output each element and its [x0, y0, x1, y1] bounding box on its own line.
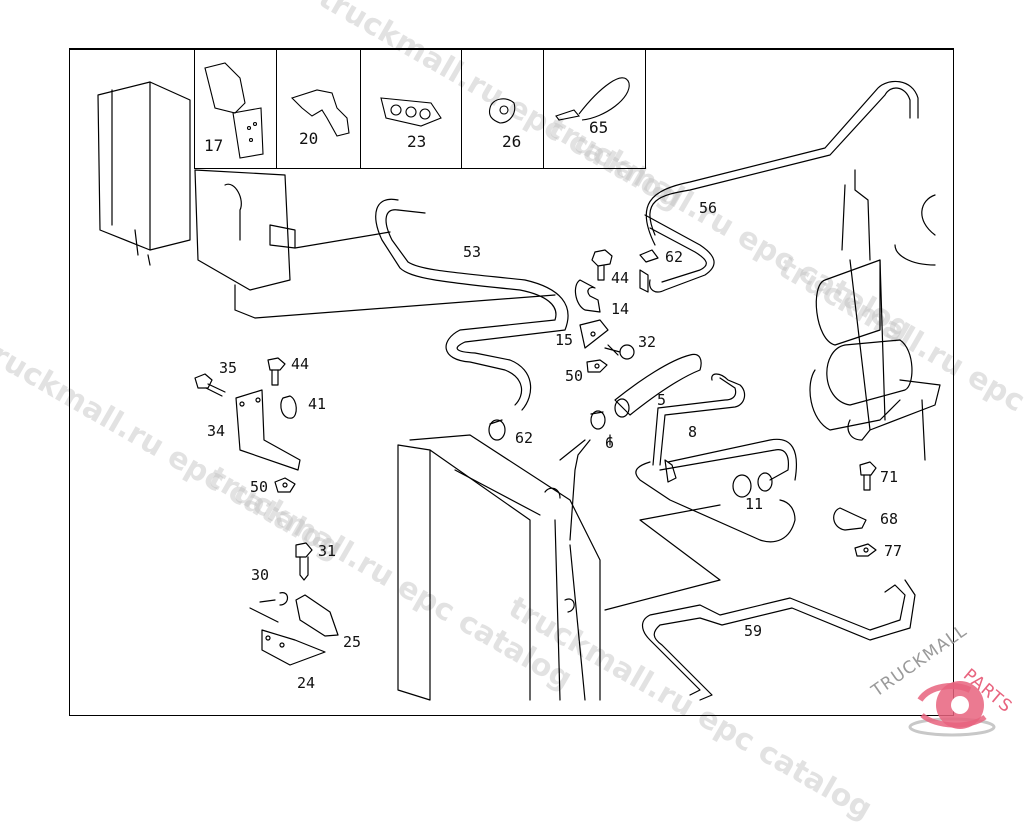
callout-35: 35: [219, 361, 237, 376]
callout-62-upper: 62: [665, 250, 683, 265]
callout-14: 14: [611, 302, 629, 317]
radiator-drawing: [398, 435, 600, 700]
callout-56: 56: [699, 201, 717, 216]
callout-6: 6: [605, 436, 614, 451]
inset-cell-17: 17: [195, 48, 277, 168]
callout-11: 11: [745, 497, 763, 512]
callout-30: 30: [251, 568, 269, 583]
clamps: [489, 250, 772, 497]
inset-cell-23: 23: [361, 48, 462, 168]
callout-32: 32: [638, 335, 656, 350]
fasteners-lower-left: [250, 543, 338, 665]
callout-53: 53: [463, 245, 481, 260]
inset-label-26: 26: [502, 132, 521, 151]
callout-44-upper: 44: [611, 271, 629, 286]
inset-parts-box: 17 20 23 26 65: [194, 48, 646, 169]
callout-31: 31: [318, 544, 336, 559]
inset-label-20: 20: [299, 129, 318, 148]
inset-label-17: 17: [204, 136, 223, 155]
callout-50-left: 50: [250, 480, 268, 495]
callout-71: 71: [880, 470, 898, 485]
callout-24: 24: [297, 676, 315, 691]
inset-cell-26: 26: [462, 48, 544, 168]
callout-5: 5: [657, 393, 666, 408]
callout-77: 77: [884, 544, 902, 559]
cable-tie-icon: [544, 48, 647, 169]
callout-50-center: 50: [565, 369, 583, 384]
callout-8: 8: [688, 425, 697, 440]
hose-clip-icon: [277, 48, 361, 169]
callout-41: 41: [308, 397, 326, 412]
callout-44-left: 44: [291, 357, 309, 372]
inset-label-23: 23: [407, 132, 426, 151]
callout-15: 15: [555, 333, 573, 348]
callout-68: 68: [880, 512, 898, 527]
inset-cell-20: 20: [277, 48, 361, 168]
callout-62-lower: 62: [515, 431, 533, 446]
truckmall-parts-logo: TRUCKMALL PARTS: [860, 645, 1024, 750]
hose-53-drawing: [376, 199, 568, 410]
callout-59: 59: [744, 624, 762, 639]
engine-drawing: [810, 170, 940, 460]
inset-cell-65: 65: [544, 48, 647, 168]
callout-34: 34: [207, 424, 225, 439]
callout-25: 25: [343, 635, 361, 650]
inset-label-65: 65: [589, 118, 608, 137]
fasteners-right: [834, 462, 876, 556]
